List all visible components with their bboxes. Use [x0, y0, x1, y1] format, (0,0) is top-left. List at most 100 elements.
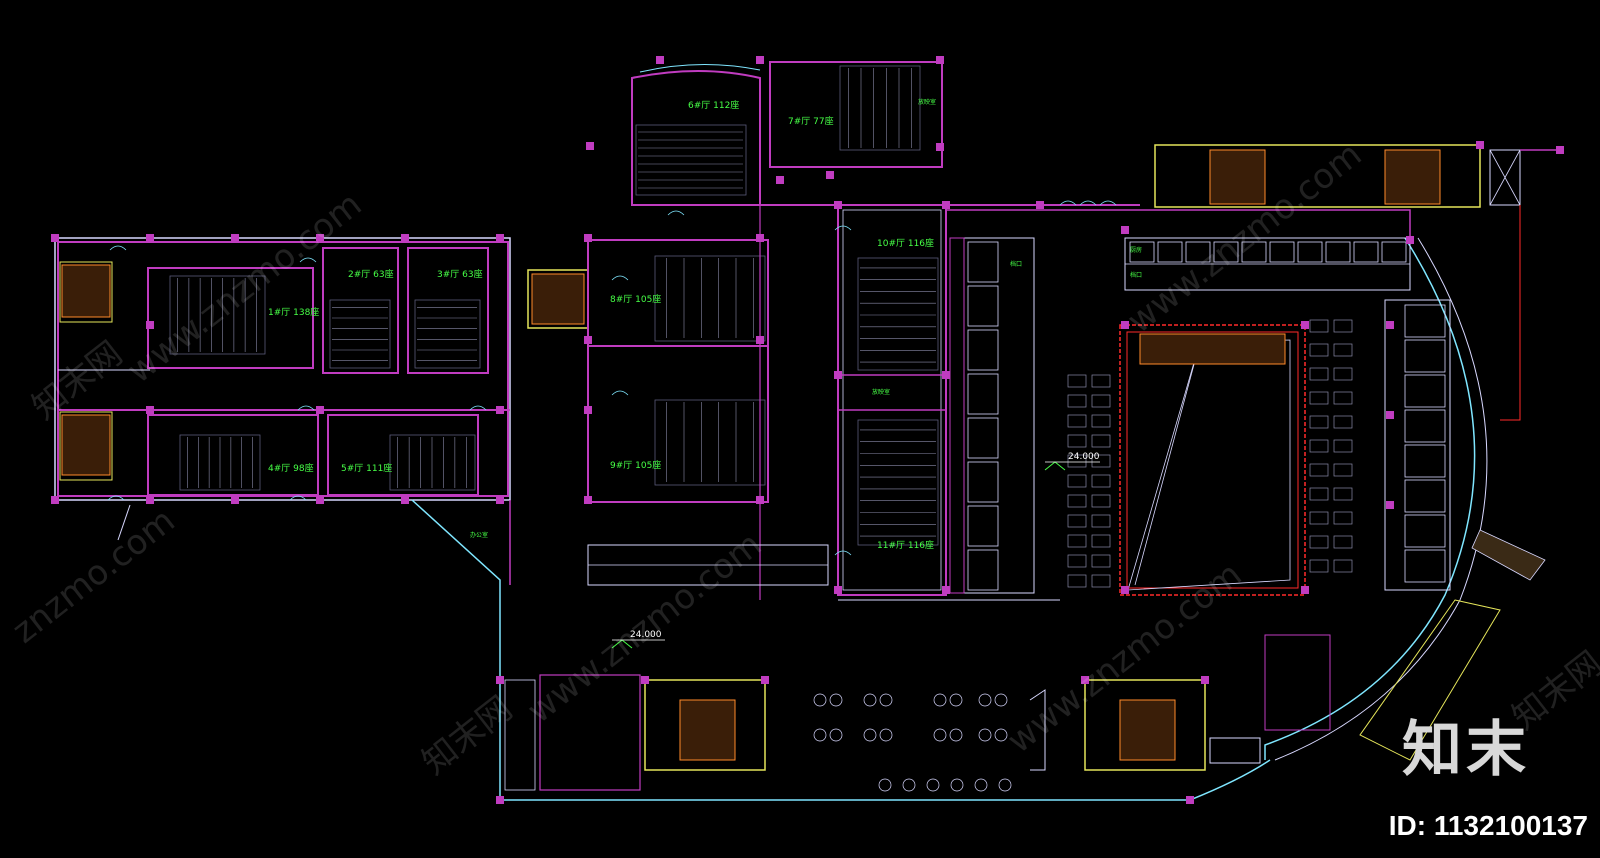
label-hall-11: 11#厅 116座 — [877, 539, 934, 551]
dining-table — [1309, 559, 1329, 573]
food-court — [949, 237, 1451, 596]
column — [1301, 321, 1309, 329]
column — [942, 201, 950, 209]
dining-table — [1333, 535, 1353, 549]
stall-cell — [1404, 374, 1446, 408]
hall-10-11-block — [837, 204, 947, 596]
cafe-table — [863, 693, 877, 707]
column — [641, 676, 649, 684]
dining-table — [1333, 463, 1353, 477]
stall-cell — [1157, 241, 1183, 263]
dining-table — [1091, 494, 1111, 508]
dining-table — [1333, 367, 1353, 381]
label-hall-9: 9#厅 105座 — [610, 459, 661, 471]
dining-table — [1091, 434, 1111, 448]
stall-cell — [1269, 241, 1295, 263]
label-hall-3: 3#厅 63座 — [437, 268, 483, 280]
stall-cell — [967, 373, 999, 415]
column — [1201, 676, 1209, 684]
column — [51, 234, 59, 242]
column — [936, 56, 944, 64]
column — [1036, 201, 1044, 209]
cafe-tables — [813, 693, 1012, 792]
cafe-table — [879, 693, 893, 707]
column — [834, 586, 842, 594]
stall-cell — [1353, 241, 1379, 263]
cafe-table — [994, 693, 1008, 707]
column — [496, 406, 504, 414]
dining-table — [1309, 367, 1329, 381]
column — [584, 496, 592, 504]
column — [401, 234, 409, 242]
column — [936, 143, 944, 151]
stall-cell — [967, 505, 999, 547]
label-hall-2: 2#厅 63座 — [348, 268, 394, 280]
cafe-table — [974, 778, 988, 792]
column — [584, 406, 592, 414]
dining-table — [1333, 391, 1353, 405]
label-hall-7: 7#厅 77座 — [788, 115, 834, 127]
dining-table — [1067, 434, 1087, 448]
dining-table — [1091, 514, 1111, 528]
left-stairs — [59, 261, 589, 481]
dining-table — [1067, 414, 1087, 428]
column — [496, 796, 504, 804]
column — [1406, 236, 1414, 244]
column — [146, 234, 154, 242]
dining-table — [1333, 511, 1353, 525]
room-labels: 1#厅 138座 2#厅 63座 3#厅 63座 4#厅 98座 5#厅 111… — [268, 98, 1142, 551]
column — [231, 496, 239, 504]
stall-cell — [967, 549, 999, 591]
dining-table — [1309, 343, 1329, 357]
stall-cell — [1404, 514, 1446, 548]
dining-table — [1067, 534, 1087, 548]
dining-table — [1091, 534, 1111, 548]
column — [1121, 226, 1129, 234]
dining-table — [1309, 319, 1329, 333]
dining-table — [1091, 474, 1111, 488]
dining-table — [1333, 319, 1353, 333]
column — [1186, 796, 1194, 804]
hall-4 — [147, 414, 319, 496]
dining-table — [1067, 374, 1087, 388]
column — [231, 234, 239, 242]
stall-cell — [1404, 549, 1446, 583]
stall-cell — [1241, 241, 1267, 263]
dining-tables — [1067, 319, 1353, 588]
cafe-table — [949, 693, 963, 707]
cafe-table — [878, 778, 892, 792]
stall-cell — [1185, 241, 1211, 263]
cafe-table — [933, 693, 947, 707]
column — [826, 171, 834, 179]
stall-cell — [967, 285, 999, 327]
column — [586, 142, 594, 150]
column — [761, 676, 769, 684]
cafe-table — [829, 693, 843, 707]
dining-table — [1091, 394, 1111, 408]
cafe-table — [879, 728, 893, 742]
column — [316, 234, 324, 242]
dining-table — [1309, 463, 1329, 477]
dining-table — [1333, 415, 1353, 429]
stall-cell — [1297, 241, 1323, 263]
column — [496, 676, 504, 684]
dining-table — [1091, 574, 1111, 588]
dining-table — [1309, 511, 1329, 525]
cafe-table — [998, 778, 1012, 792]
column — [1121, 321, 1129, 329]
dining-table — [1067, 394, 1087, 408]
top-right-cores — [1154, 144, 1560, 421]
label-stall: 档口 — [1010, 260, 1022, 268]
label-hall-4: 4#厅 98座 — [268, 462, 314, 474]
column — [756, 336, 764, 344]
stall-cell — [1381, 241, 1407, 263]
hall-3 — [407, 247, 489, 374]
seat-rows — [177, 68, 936, 537]
dining-table — [1309, 415, 1329, 429]
dining-table — [1067, 474, 1087, 488]
column — [51, 496, 59, 504]
label-office: 办公室 — [470, 531, 488, 539]
cafe-table — [978, 693, 992, 707]
column — [316, 406, 324, 414]
label-hall-10: 10#厅 116座 — [877, 237, 934, 249]
